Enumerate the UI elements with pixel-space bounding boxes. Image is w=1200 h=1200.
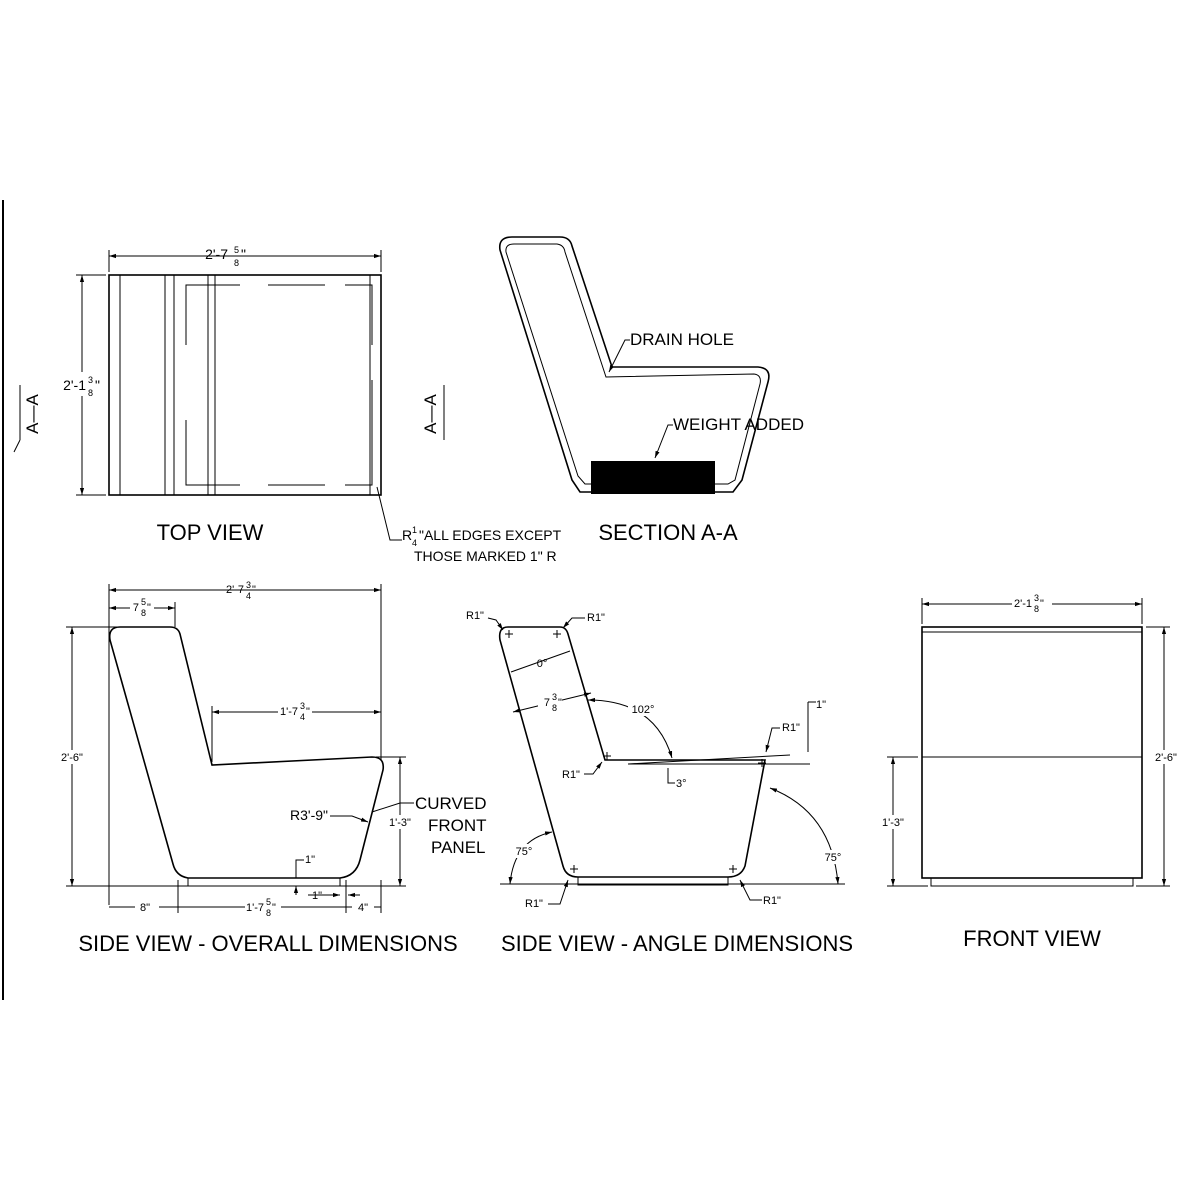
seat-depth-den: 4 [300,712,305,722]
weight-label: WEIGHT ADDED [673,415,804,434]
bottom-mid-den: 8 [266,908,271,918]
side-overall-base [187,877,341,887]
seat-depth-inch: " [306,706,310,718]
back-width-num: 3 [552,692,557,702]
seat-depth-label: 1'-7 [280,706,298,718]
top-depth-frac-num: 3 [88,375,93,385]
section-mark-left: A—A [23,394,42,434]
back-top-den: 8 [141,608,146,618]
side-angle-base [577,876,729,886]
rear-angle-arc [769,787,840,885]
top-view-outline [108,274,382,496]
front-width-inch: " [1040,598,1044,610]
back-width-label: 7 [544,697,550,709]
top-view: 2'-7 5 8 " 2'-1 3 8 " A—A A—A R 1 4 "ALL… [13,245,562,564]
r-seat-back-label: R1" [562,769,580,781]
base-inset-label: 1" [312,890,322,902]
base-height-leader [295,859,304,878]
edge-note-prefix: R [402,527,412,543]
edge-note-leader [376,486,402,541]
front-view-title: FRONT VIEW [963,926,1101,951]
top-view-title: TOP VIEW [157,520,264,545]
radius-leader [330,815,369,823]
front-view: 2'-1 3 8 " 2'-6" 1'-3" FRONT VIEW [876,593,1184,951]
section-mark-right: A—A [421,394,440,434]
r-seat-front-label: R1" [782,722,800,734]
curved-label-3: PANEL [431,838,486,857]
bottom-mid-num: 5 [266,897,271,907]
side-overall-width-label: 2'-7 [226,584,244,596]
top-view-inner-frame [185,284,373,486]
curved-panel-leader [371,802,414,813]
side-angle-view: R1" R1" 0° 7 3 8 " 102° 3° 1" R1" R1" [466,610,853,956]
seat-angle-label: 3° [676,778,687,790]
section-title: SECTION A-A [598,520,738,545]
side-overall-width-num: 3 [246,580,251,590]
back-width-den: 8 [552,703,557,713]
top-width-inch: " [241,246,246,262]
section-inner-profile [505,243,761,485]
base-height-label: 1" [305,854,315,866]
drain-hole-leader [608,339,630,373]
svg-text:A—A: A—A [23,394,42,434]
front-seat-height-label: 1'-3" [882,817,904,829]
back-width-inch: " [558,697,562,709]
r-top-left-label: R1" [466,610,484,622]
side-overall-view: 2'-7 3 4 " 7 5 8 " 1'-7 3 4 " 2'-6" 1'-3… [55,580,487,956]
front-angle-label: 75° [516,846,533,858]
top-angle-label: 0° [537,658,548,670]
side-overall-width-inch: " [252,584,256,596]
front-width-label: 2'-1 [1014,598,1032,610]
top-width-frac-num: 5 [234,245,239,255]
front-height-label: 2'-6" [1155,752,1177,764]
seat-depth-num: 3 [300,701,305,711]
top-width-label: 2'-7 [205,246,228,262]
side-height-label: 2'-6" [61,752,83,764]
edge-note-line1: "ALL EDGES EXCEPT [419,527,562,543]
top-depth-inch: " [95,377,100,393]
curved-label-2: FRONT [428,816,487,835]
back-top-label: 7 [133,602,139,614]
side-angle-title: SIDE VIEW - ANGLE DIMENSIONS [501,931,853,956]
top-width-frac-den: 8 [234,258,239,268]
bottom-left-label: 8" [140,902,150,914]
back-top-num: 5 [141,597,146,607]
back-angle-label: 102° [632,704,655,716]
front-width-num: 3 [1034,593,1039,603]
front-view-base [930,877,1134,887]
side-overall-title: SIDE VIEW - OVERALL DIMENSIONS [78,931,457,956]
radius-center-marks [505,630,766,873]
r-top-right-label: R1" [587,612,605,624]
section-outer-profile [498,236,770,493]
bottom-mid-label: 1'-7 [246,902,264,914]
section-mark-left-arrow [13,385,21,453]
side-overall-profile [108,626,385,879]
drain-hole-label: DRAIN HOLE [630,330,734,349]
back-top-inch: " [147,602,151,614]
bottom-right-label: 4" [358,902,368,914]
edge-note-den: 4 [412,538,417,548]
bottom-mid-inch: " [272,902,276,914]
edge-note-line2: THOSE MARKED 1" R [414,548,557,564]
section-view: DRAIN HOLE WEIGHT ADDED SECTION A-A [498,236,804,545]
top-depth-label: 2'-1 [63,377,86,393]
weight-leader [654,424,673,459]
section-weight-block [591,461,715,494]
side-overall-width-den: 4 [246,591,251,601]
curved-label-1: CURVED [415,794,486,813]
front-width-den: 8 [1034,604,1039,614]
edge-note-num: 1 [412,525,417,535]
seat-thickness-label: 1" [816,699,826,711]
r-bottom-right-label: R1" [763,895,781,907]
r-bottom-left-label: R1" [525,898,543,910]
front-view-outline [921,626,1143,879]
rear-angle-label: 75° [825,852,842,864]
top-depth-frac-den: 8 [88,388,93,398]
seat-height-label: 1'-3" [389,817,411,829]
radius-label: R3'-9" [290,807,328,823]
svg-text:A—A: A—A [421,394,440,434]
seat-angle-leader [667,768,675,784]
